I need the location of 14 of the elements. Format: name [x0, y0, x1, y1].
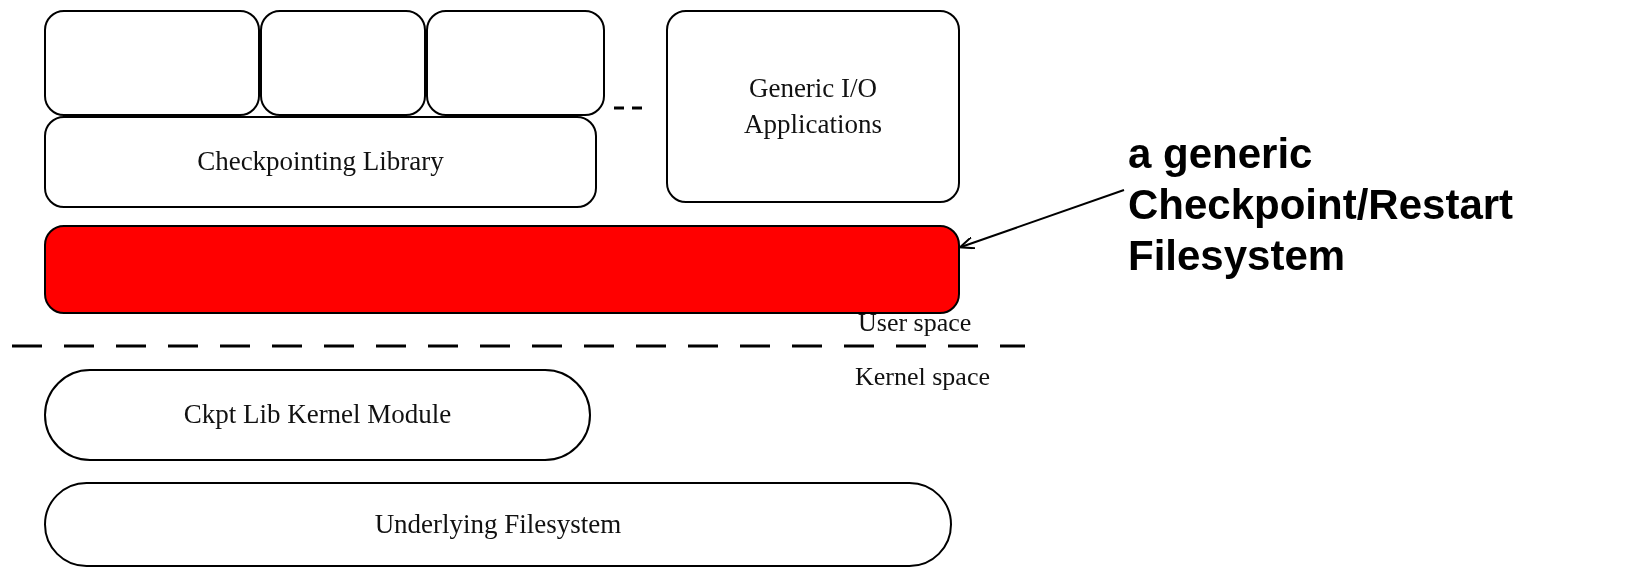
space-label: Kernel space — [855, 362, 990, 392]
library-box — [44, 10, 260, 116]
node-text: Underlying Filesystem — [374, 507, 622, 541]
library-box — [260, 10, 426, 116]
layer-box — [44, 116, 597, 208]
space-label: User space — [858, 308, 972, 338]
layer-box — [666, 10, 960, 203]
callout-text: a generic Checkpoint/Restart Filesystem — [1128, 128, 1608, 282]
arrow — [959, 189, 1125, 250]
library-box — [426, 10, 605, 116]
node-text: Generic I/O Applications — [743, 72, 883, 141]
highlighted-layer-bar — [44, 225, 960, 314]
node-text: Ckpt Lib Kernel Module — [183, 398, 452, 432]
node-text: Checkpointing Library — [197, 145, 444, 179]
